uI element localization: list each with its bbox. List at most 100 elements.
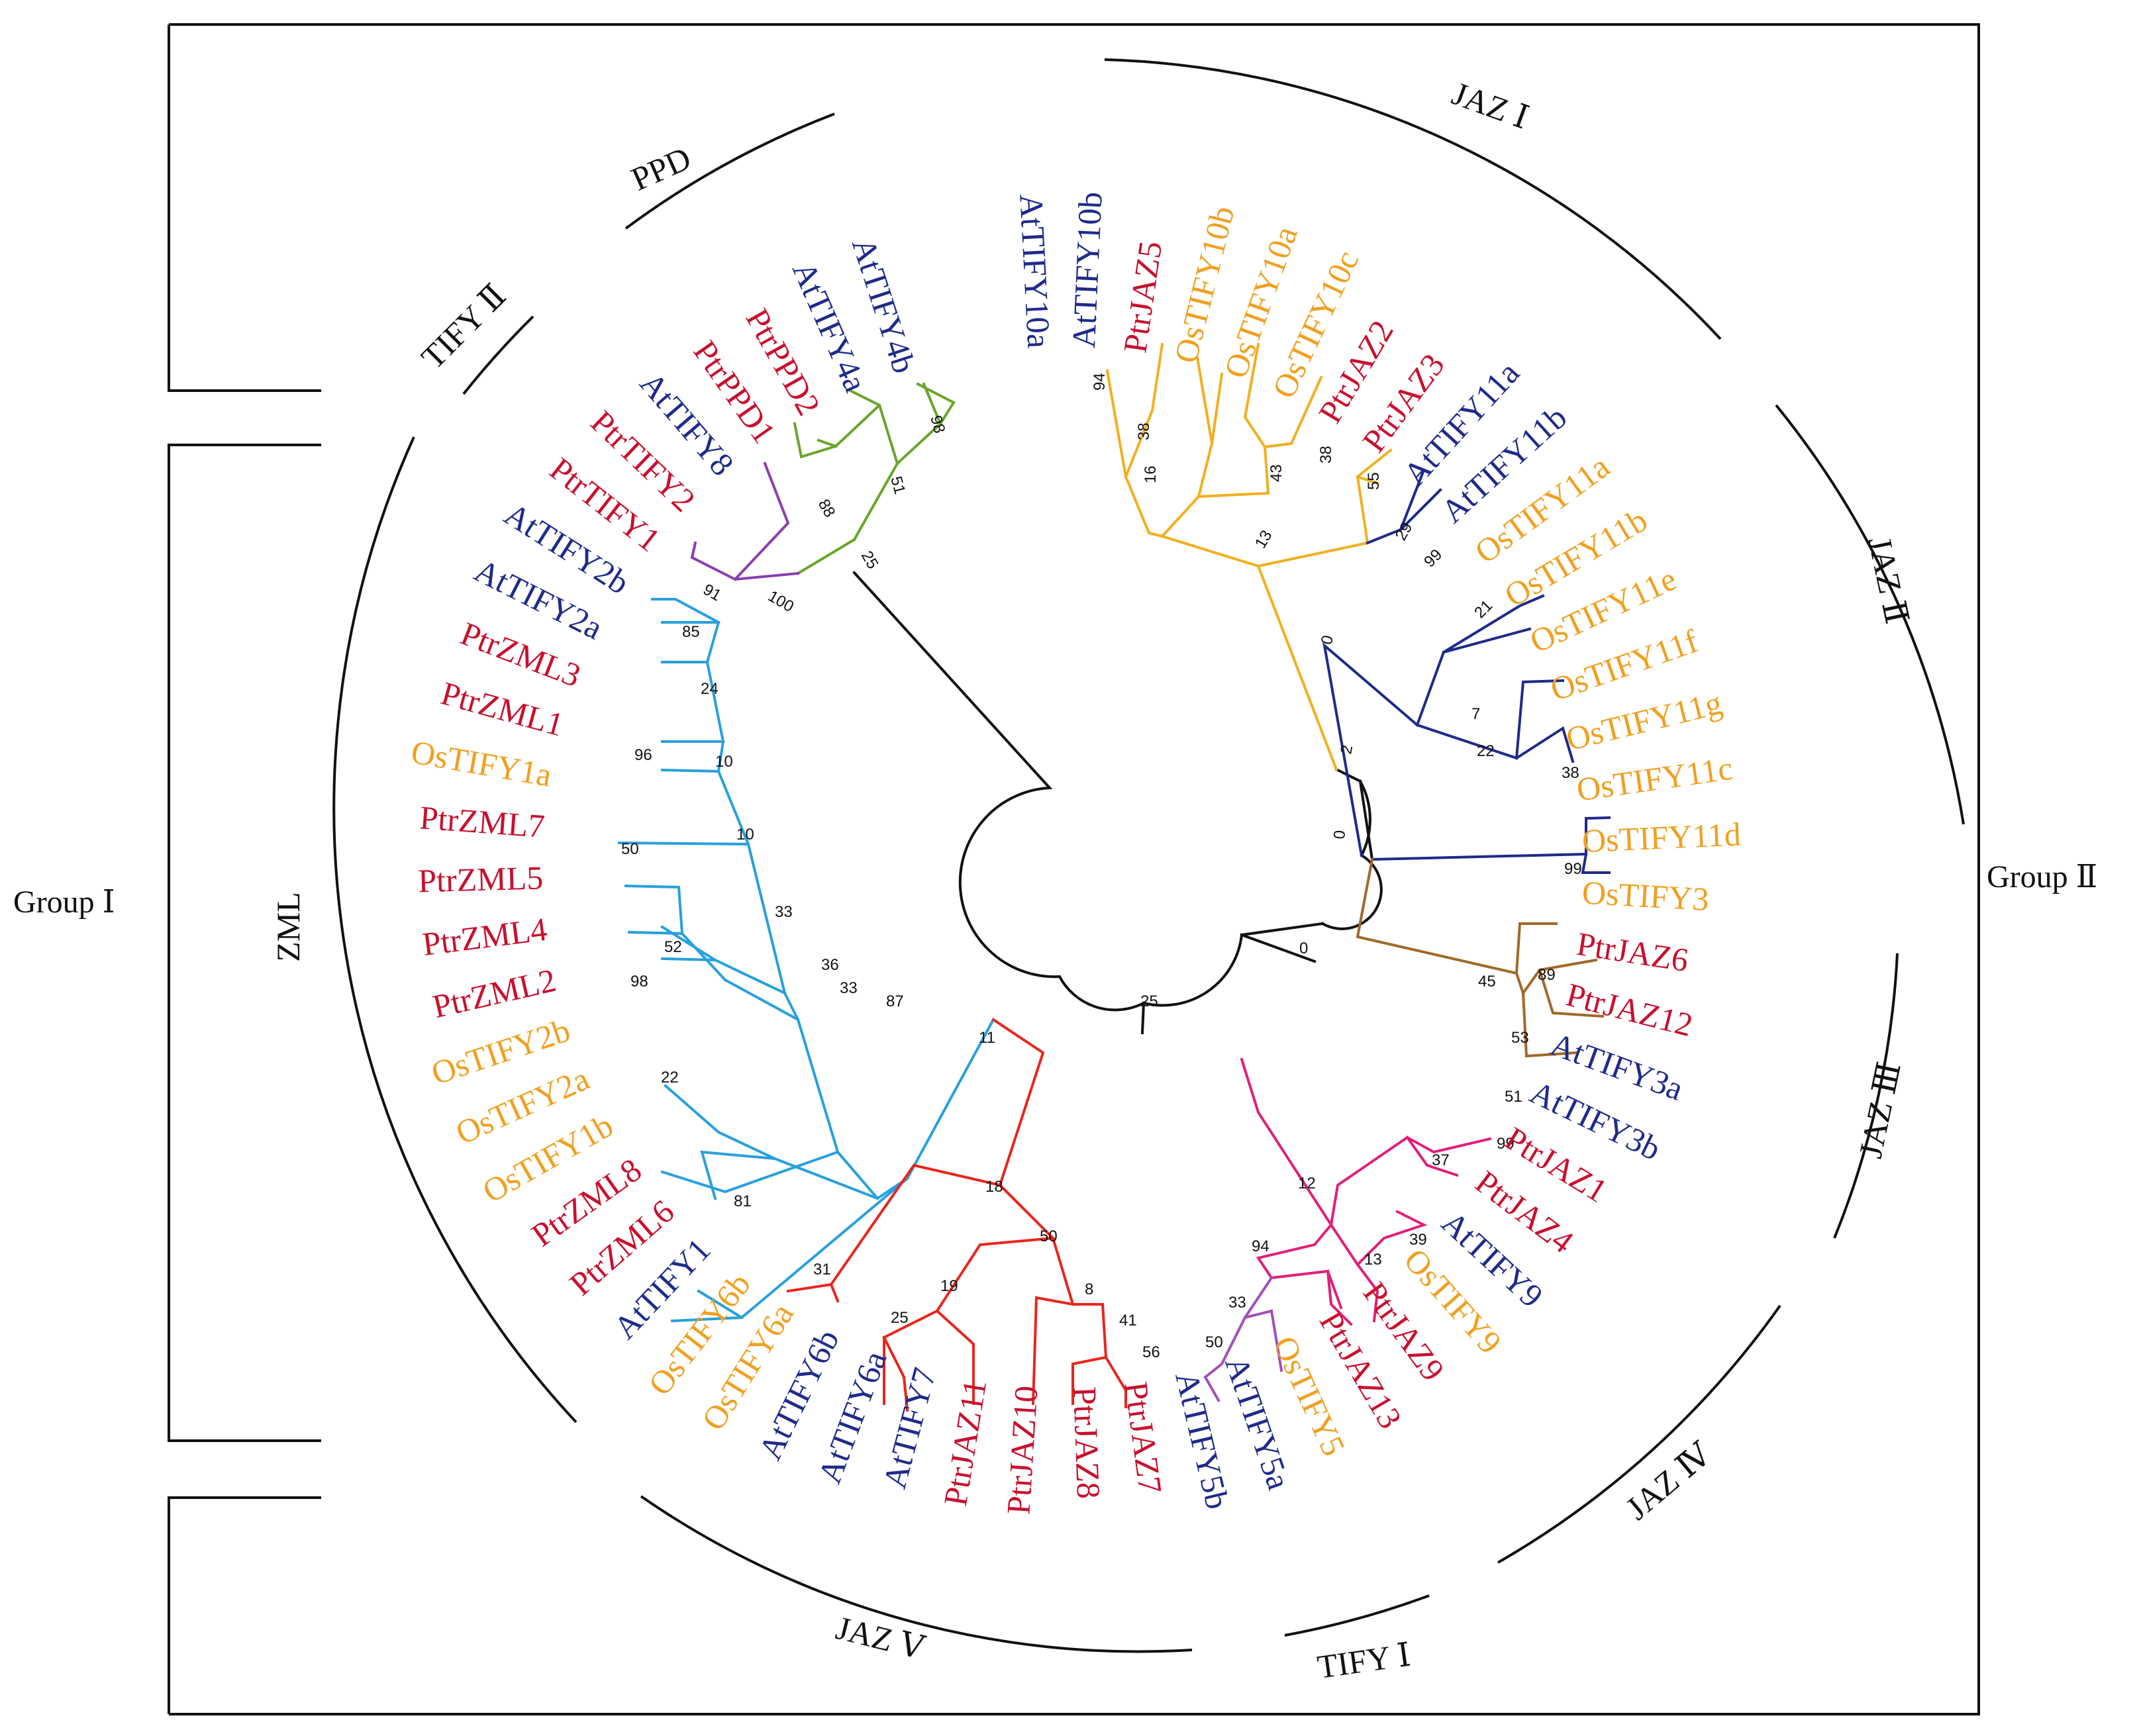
leaf-label: OsTIFY3 <box>1581 874 1710 918</box>
bootstrap-value: 50 <box>1040 1228 1058 1245</box>
bootstrap-value: 96 <box>634 746 652 764</box>
bootstrap-value: 85 <box>682 623 700 641</box>
backbone-branches <box>852 571 1383 1035</box>
bootstrap-value: 91 <box>700 581 724 605</box>
bootstrap-value: 18 <box>985 1178 1003 1196</box>
bootstrap-value: 0 <box>1318 634 1338 647</box>
leaf-label: OsTIFY1a <box>409 733 554 794</box>
bootstrap-value: 13 <box>1364 1251 1382 1269</box>
leaf-label: AtTIFY10b <box>1065 191 1109 348</box>
bootstrap-value: 94 <box>1091 373 1109 391</box>
bootstrap-value: 98 <box>630 973 648 990</box>
group1-label: Group Ⅰ <box>13 885 115 920</box>
bootstrap-value: 55 <box>1365 472 1383 490</box>
bootstrap-value: 10 <box>715 753 733 771</box>
bootstrap-value: 56 <box>1142 1343 1160 1361</box>
arc-tify2 <box>462 315 534 395</box>
group2-label: Group Ⅱ <box>1987 859 2097 894</box>
bootstrap-value: 25 <box>858 548 882 573</box>
arc-jaz2 <box>1775 404 1965 825</box>
tree-branches <box>617 342 1611 1412</box>
bootstrap-value: 13 <box>1252 527 1276 552</box>
leaf-label: PtrJAZ8 <box>1066 1386 1107 1499</box>
bootstrap-value: 21 <box>1471 597 1496 622</box>
leaf-label: PtrJAZ10 <box>999 1384 1044 1516</box>
bootstrap-value: 12 <box>1298 1175 1316 1192</box>
jaz4-branches <box>1240 1057 1492 1326</box>
arc-jaz5 <box>640 1495 1193 1653</box>
leaf-label: PtrZML4 <box>421 910 549 963</box>
subfamily-label-jaz1: JAZ Ⅰ <box>1448 74 1534 136</box>
leaf-label: PtrJAZ6 <box>1574 925 1691 979</box>
bootstrap-value: 36 <box>821 956 839 974</box>
bootstrap-value: 11 <box>979 1029 995 1047</box>
subfamily-label-zml: ZML <box>270 892 307 962</box>
subfamily-label-tify1: TIFY Ⅰ <box>1315 1636 1413 1686</box>
bootstrap-value: 33 <box>775 903 793 921</box>
bootstrap-value: 87 <box>886 992 904 1010</box>
bootstrap-values: 94 38 16 43 38 55 29 99 13 21 7 22 38 99… <box>621 373 1582 1361</box>
bootstrap-value: 43 <box>1268 464 1285 482</box>
group1-left-bracket-upper <box>168 24 321 392</box>
bootstrap-value: 33 <box>1228 1294 1246 1312</box>
bootstrap-value: 29 <box>1392 519 1417 544</box>
bootstrap-value: 38 <box>1562 764 1579 782</box>
leaf-label: PtrZML7 <box>419 798 546 844</box>
subfamily-label-jaz5: JAZ Ⅴ <box>832 1609 928 1666</box>
leaf-label: PtrZML2 <box>429 961 560 1026</box>
bootstrap-value: 22 <box>661 1069 679 1086</box>
bootstrap-value: 33 <box>840 979 858 997</box>
bootstrap-value: 51 <box>1505 1088 1522 1106</box>
bootstrap-value: 38 <box>1317 446 1335 463</box>
leaf-label: PtrJAZ5 <box>1116 239 1169 356</box>
bootstrap-value: 41 <box>1119 1312 1137 1329</box>
bootstrap-value: 2 <box>1337 744 1356 755</box>
bootstrap-value: 16 <box>1142 465 1160 483</box>
jaz3-branches <box>1356 857 1605 1058</box>
bootstrap-value: 19 <box>940 1277 958 1295</box>
bootstrap-value: 53 <box>1511 1029 1529 1047</box>
arc-jaz1 <box>1104 58 1722 340</box>
jaz5-branches <box>786 1018 1127 1412</box>
bootstrap-value: 45 <box>1478 973 1496 990</box>
arc-tify1 <box>1284 1594 1430 1637</box>
frame-top-right-bracket <box>169 23 1980 1715</box>
bootstrap-value: 94 <box>1252 1237 1270 1255</box>
bootstrap-value: 38 <box>1135 422 1153 440</box>
arc-ppd <box>624 113 835 230</box>
bootstrap-value: 0 <box>1299 940 1308 957</box>
group1-left-bracket-mid <box>168 444 321 1442</box>
leaf-label: PtrZML5 <box>418 859 544 899</box>
zml-branches <box>617 598 995 1323</box>
bootstrap-value: 0 <box>1330 830 1349 840</box>
bootstrap-value: 88 <box>815 497 839 521</box>
bootstrap-value: 31 <box>813 1261 831 1278</box>
bootstrap-value: 99 <box>1497 1135 1515 1153</box>
bootstrap-value: 50 <box>621 840 639 858</box>
arc-zml <box>332 436 577 1423</box>
bootstrap-value: 39 <box>1409 1231 1427 1249</box>
leaf-label: AtTIFY5b <box>1168 1368 1236 1512</box>
bootstrap-value: 22 <box>1477 742 1495 760</box>
subfamily-label-tify2: TIFY Ⅱ <box>414 277 513 376</box>
subfamily-label-jaz3: JAZ Ⅲ <box>1852 1059 1908 1161</box>
group1-left-bracket-lower <box>168 1496 321 1714</box>
jaz2-branches <box>1322 468 1611 874</box>
leaf-label: AtTIFY10a <box>1013 193 1058 349</box>
arc-jaz3 <box>1833 953 1899 1239</box>
bootstrap-value: 7 <box>1471 705 1480 723</box>
bootstrap-value: 81 <box>734 1192 752 1210</box>
bootstrap-value: 8 <box>1085 1280 1093 1298</box>
leaf-label: AtTIFY7 <box>875 1364 943 1492</box>
bootstrap-value: 10 <box>736 826 754 844</box>
leaf-label: OsTIFY11d <box>1581 816 1742 859</box>
bootstrap-value: 99 <box>1564 860 1582 878</box>
bootstrap-value: 25 <box>1140 992 1158 1010</box>
bootstrap-value: 50 <box>1205 1333 1223 1351</box>
frame <box>168 23 1980 1715</box>
bootstrap-value: 100 <box>765 587 797 616</box>
tify1-branches <box>1203 1276 1283 1402</box>
bootstrap-value: 52 <box>664 938 682 956</box>
